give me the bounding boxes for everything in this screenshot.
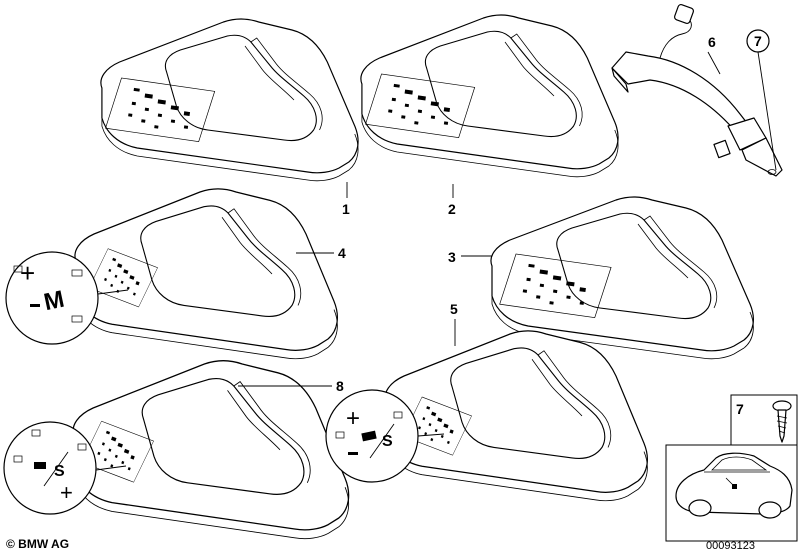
part-6-bracket [611, 3, 783, 177]
inset-4-detail: + M [5, 251, 129, 345]
part-label-5: 5 [450, 301, 458, 317]
part-8-shift-trim [72, 360, 350, 540]
document-number: 00093123 [706, 540, 755, 552]
leader-line-7 [757, 51, 777, 171]
inset-8-plus: + [60, 480, 73, 505]
part-label-7-box: 7 [736, 401, 744, 417]
part-label-7-circle: 7 [754, 33, 762, 49]
part-label-3: 3 [448, 249, 456, 265]
inset-8-s: S [54, 463, 65, 480]
screw-icon [772, 400, 792, 443]
part-2-shift-trim [360, 14, 619, 178]
screw-box: 7 [730, 394, 798, 446]
part-5-shift-trim [384, 330, 649, 502]
vehicle-location-box [665, 444, 798, 542]
inset-5-plus: + [346, 405, 360, 432]
leader-line-6 [707, 51, 721, 75]
part-1-shift-trim [100, 18, 359, 182]
part-label-1: 1 [342, 201, 350, 217]
part-label-8: 8 [336, 378, 344, 394]
copyright-text: © BMW AG [6, 537, 70, 551]
callout-circle-7 [746, 29, 770, 53]
part-label-2: 2 [448, 201, 456, 217]
inset-5-detail: + S [325, 389, 445, 483]
car-coupe-icon [675, 452, 793, 519]
part-4-shift-trim [74, 188, 339, 360]
inset-8-detail: + S [3, 421, 127, 515]
part-label-6: 6 [708, 34, 716, 50]
inset-5-s: S [382, 433, 393, 450]
inset-4-plus: + [20, 258, 35, 288]
part-label-4: 4 [338, 245, 346, 261]
